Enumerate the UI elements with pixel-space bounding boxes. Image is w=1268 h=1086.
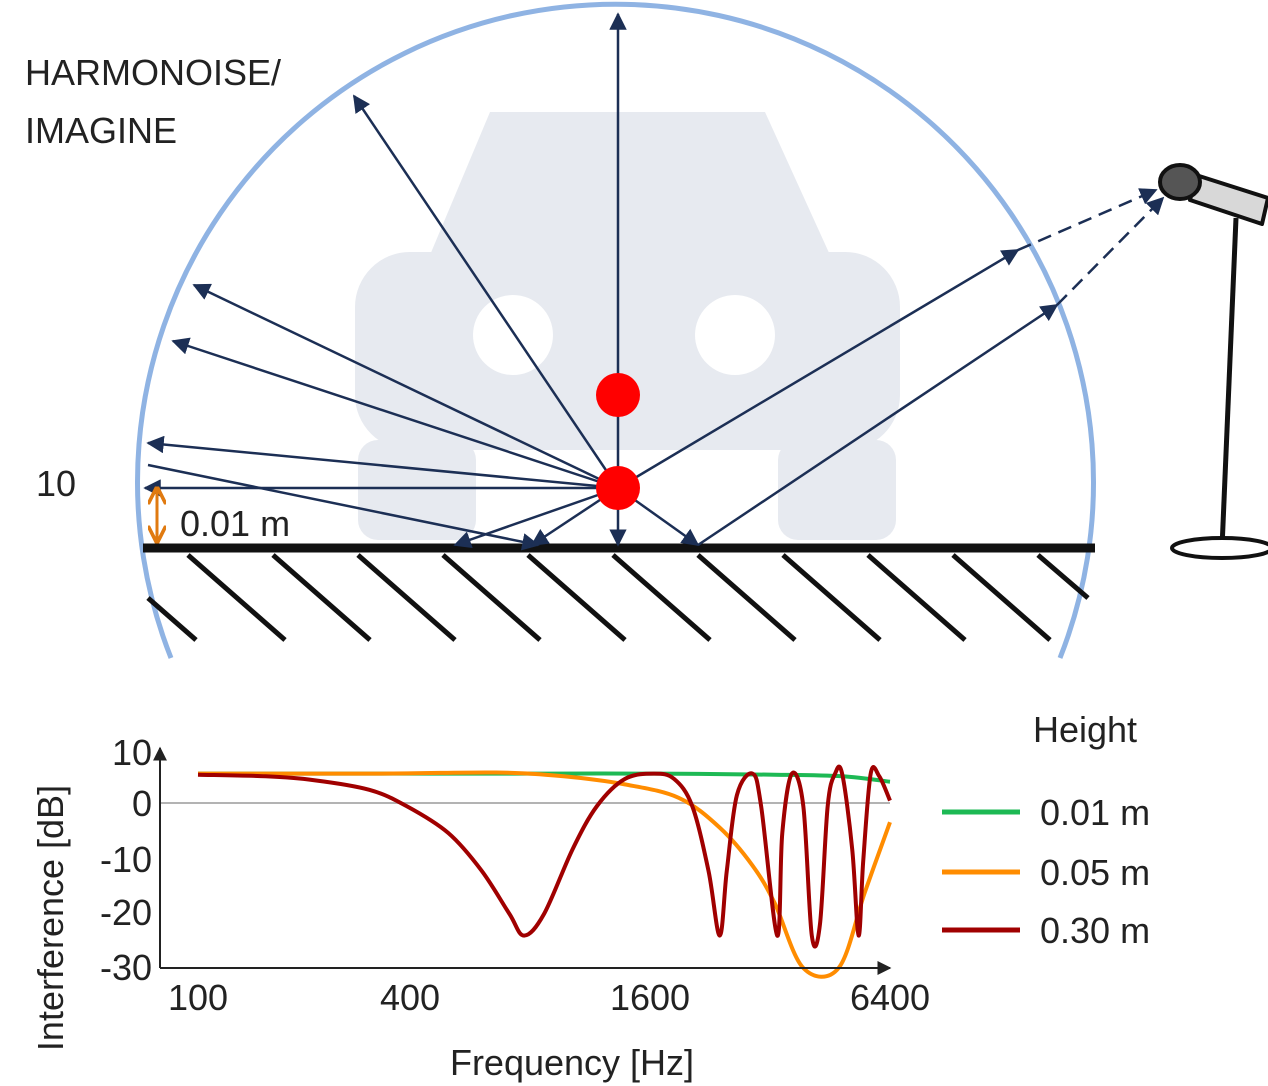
ray-reflected-left [147,463,540,551]
height-scale-label: 10 [36,463,76,504]
microphone-icon [1158,163,1268,560]
ray-ground-1 [453,486,619,549]
hemisphere-arc [135,1,1096,659]
legend: Height 0.01 m 0.05 m 0.30 m [942,709,1150,951]
x-tick-label: 100 [168,977,228,1018]
ray-left-2 [171,337,619,490]
y-axis-label: Interference [dB] [30,785,71,1051]
ground-hatching [146,553,1090,642]
y-tick-label: 0 [132,783,152,824]
car-wheel-left [358,440,476,540]
y-tick-label: -20 [100,892,152,933]
x-tick-label: 1600 [610,977,690,1018]
y-tick-label: -10 [100,839,152,880]
ray-dashed-1 [1017,188,1158,252]
propagation-diagram: HARMONOISE/ IMAGINE 10 0.01 m [25,1,1268,659]
x-axis-label: Frequency [Hz] [450,1042,694,1083]
legend-title: Height [1033,709,1137,750]
source-point-upper [596,373,640,417]
x-tick-label: 400 [380,977,440,1018]
x-tick-labels: 100 400 1600 6400 [168,977,930,1018]
source-point-lower [596,466,640,510]
car-wheel-right [778,440,896,540]
ray-left-3 [146,435,619,490]
model-label-line1: HARMONOISE/ [25,52,281,93]
legend-label: 0.05 m [1040,852,1150,893]
model-label-line2: IMAGINE [25,110,177,151]
series-layer [197,764,892,979]
legend-label: 0.30 m [1040,910,1150,951]
y-tick-labels: 10 0 -10 -20 -30 [100,732,152,988]
interference-chart: 10 0 -10 -20 -30 100 400 1600 6400 Frequ… [30,709,1150,1083]
car-headlight-left [473,295,553,375]
car-headlight-right [695,295,775,375]
ray-left-1 [192,283,619,490]
ray-up-left [352,94,620,489]
ray-up-right [617,248,1020,490]
series-line-3 [197,764,892,949]
legend-label: 0.01 m [1040,792,1150,833]
y-tick-label: -30 [100,947,152,988]
x-tick-label: 6400 [850,977,930,1018]
sound-rays [143,12,1165,551]
ray-reflected-right [697,303,1059,547]
ray-dashed-2 [1056,196,1165,306]
y-tick-label: 10 [112,732,152,773]
source-height-label: 0.01 m [180,503,290,544]
car-roof [430,112,830,255]
car-body [355,252,900,450]
